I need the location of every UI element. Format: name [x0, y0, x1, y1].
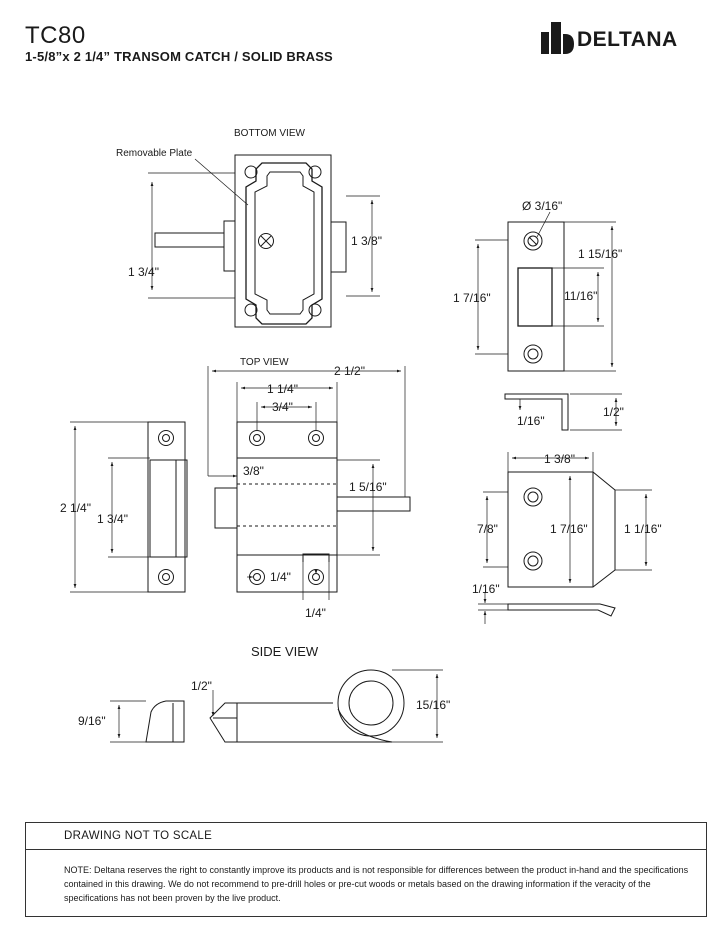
dim-plate-depth: 1/2"	[603, 405, 624, 419]
dim-side-plate-holes: 7/8"	[477, 522, 498, 536]
dim-ring-height: 15/16"	[416, 698, 450, 712]
dim-side-plate-inner: 1 7/16"	[550, 522, 588, 536]
technical-drawing: BOTTOM VIEW Removable Plate 1 3/4" 1 3/8…	[60, 128, 662, 743]
bottom-view-title: BOTTOM VIEW	[234, 128, 305, 139]
brand-logo: DELTANA	[541, 22, 711, 54]
dim-total-height: 2 1/4"	[60, 501, 91, 515]
dim-plate-total: 1 15/16"	[578, 247, 622, 261]
dim-hole-right: 1/4"	[270, 570, 291, 584]
dim-bottom-height: 1 3/4"	[128, 265, 159, 279]
dim-bottom-inner: 1 3/8"	[351, 234, 382, 248]
side-view-title: SIDE VIEW	[251, 644, 319, 659]
dim-side-plate-width: 1 3/8"	[544, 452, 575, 466]
dim-body-width: 1 1/4"	[267, 382, 298, 396]
dim-plate-slot: 11/16"	[564, 289, 597, 303]
side-plate-part	[147, 421, 188, 593]
dim-hole-spacing: 3/4"	[272, 400, 293, 414]
bottom-view-part	[154, 154, 347, 328]
strike-plate-side	[507, 471, 616, 617]
dim-hole-diameter: Ø 3/16"	[522, 199, 562, 213]
top-view-part	[214, 421, 411, 593]
strike-plate-front	[507, 221, 565, 372]
dim-plate-thickness: 1/16"	[517, 414, 545, 428]
dim-overall-length: 2 1/2"	[334, 364, 365, 378]
notes-box: DRAWING NOT TO SCALE NOTE: Deltana reser…	[25, 822, 707, 917]
brand-name: DELTANA	[577, 28, 678, 51]
model-number: TC80	[25, 22, 86, 49]
dim-side-plate-thickness: 1/16"	[472, 582, 500, 596]
side-view-part	[145, 669, 405, 743]
top-view-title: TOP VIEW	[240, 357, 289, 368]
dim-plate-outer: 1 7/16"	[453, 291, 491, 305]
dim-side-plate-outer: 1 1/16"	[624, 522, 662, 536]
logo-mark-icon	[541, 22, 574, 54]
dim-bolt-width: 1/2"	[191, 679, 212, 693]
scale-note-heading: DRAWING NOT TO SCALE	[26, 823, 706, 850]
dim-keeper-height: 9/16"	[78, 714, 106, 728]
product-subtitle: 1-5/8”x 2 1/4” TRANSOM CATCH / SOLID BRA…	[25, 49, 333, 64]
dim-hole-bottom: 1/4"	[305, 606, 326, 620]
dim-bolt-height: 1 5/16"	[349, 480, 387, 494]
strike-plate-profile	[504, 393, 569, 431]
dim-bolt-offset: 3/8"	[243, 464, 264, 478]
removable-plate-callout: Removable Plate	[116, 148, 193, 159]
disclaimer-text: NOTE: Deltana reserves the right to cons…	[64, 865, 689, 903]
dim-inner-height: 1 3/4"	[97, 512, 128, 526]
